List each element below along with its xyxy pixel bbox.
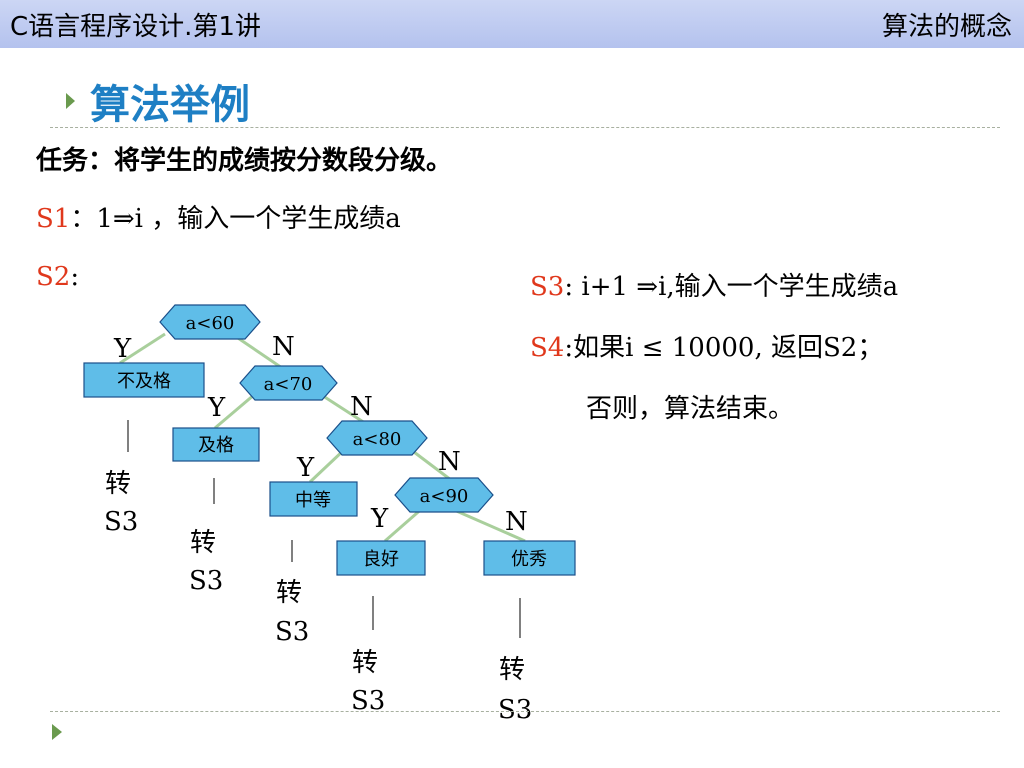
no-label-a80: N xyxy=(438,447,461,477)
step-s2: S2: xyxy=(36,262,79,292)
result-pass-label: 及格 xyxy=(198,435,234,456)
course-title: C语言程序设计.第1讲 xyxy=(10,12,261,42)
goto-medium-target: S3 xyxy=(275,617,309,647)
header-bar: C语言程序设计.第1讲 算法的概念 xyxy=(0,0,1024,48)
step-s3-label: S3 xyxy=(530,272,565,302)
yes-label-a60: Y xyxy=(113,334,132,364)
decision-a70-label: a<70 xyxy=(264,374,313,395)
slide-title: 算法举例 xyxy=(90,82,250,128)
step-s2-text: : xyxy=(70,262,80,292)
decision-a80-label: a<80 xyxy=(353,429,402,450)
goto-fail-char: 转 xyxy=(105,469,131,499)
goto-fail-target: S3 xyxy=(104,507,138,537)
no-label-a70: N xyxy=(350,392,373,422)
step-s4-text: :如果i ≤ 10000, 返回S2； xyxy=(564,333,884,363)
decision-a70: a<70 xyxy=(239,365,338,401)
goto-fail: 转 S3 xyxy=(104,420,138,537)
step-s4-else: 否则，算法结束。 xyxy=(586,394,795,424)
decision-a60-label: a<60 xyxy=(186,313,235,334)
edge-a70-no xyxy=(319,392,369,427)
result-fail: 不及格 xyxy=(83,362,205,398)
edge-a80-yes xyxy=(308,447,347,484)
yes-label-a90: Y xyxy=(370,504,389,534)
result-medium: 中等 xyxy=(269,481,358,517)
goto-pass: 转 S3 xyxy=(189,478,223,596)
task-statement: 任务：将学生的成绩按分数段分级。 xyxy=(36,146,453,176)
edge-a70-yes xyxy=(214,392,256,430)
result-pass: 及格 xyxy=(172,427,260,462)
goto-medium-char: 转 xyxy=(276,578,302,608)
step-s1: S1：1⇒i ，输入一个学生成绩a xyxy=(36,198,401,235)
step-s3-text: : i+1 ⇒i,输入一个学生成绩a xyxy=(564,272,899,302)
decision-a90: a<90 xyxy=(394,477,494,513)
bottom-separator xyxy=(50,711,1000,712)
step-s4: S4:如果i ≤ 10000, 返回S2； xyxy=(530,327,883,364)
goto-pass-char: 转 xyxy=(190,528,216,558)
no-label-a90: N xyxy=(505,507,528,537)
step-s3: S3: i+1 ⇒i,输入一个学生成绩a xyxy=(530,266,898,303)
result-excellent: 优秀 xyxy=(483,540,576,576)
step-s1-text: ：1⇒i ，输入一个学生成绩a xyxy=(70,204,401,234)
goto-excellent: 转 S3 xyxy=(498,598,532,725)
goto-good-char: 转 xyxy=(352,648,378,678)
decision-a80: a<80 xyxy=(326,420,428,456)
flowchart-edges xyxy=(119,332,526,543)
goto-good: 转 S3 xyxy=(351,596,385,716)
footer-triangle-icon xyxy=(52,724,62,740)
result-good-label: 良好 xyxy=(363,549,399,570)
goto-excellent-target: S3 xyxy=(498,695,532,725)
result-fail-label: 不及格 xyxy=(117,371,171,392)
step-s4-label: S4 xyxy=(530,333,565,363)
decision-a90-label: a<90 xyxy=(420,486,469,507)
result-medium-label: 中等 xyxy=(295,490,331,511)
yes-label-a80: Y xyxy=(296,453,315,483)
result-excellent-label: 优秀 xyxy=(511,549,547,570)
top-separator xyxy=(50,127,1000,128)
edge-a80-no xyxy=(409,447,456,485)
section-title: 算法的概念 xyxy=(881,12,1012,42)
edge-a60-yes xyxy=(119,332,166,365)
yes-label-a70: Y xyxy=(207,393,226,423)
no-label-a60: N xyxy=(272,332,295,362)
bullet-triangle-icon xyxy=(66,93,75,109)
decision-a60: a<60 xyxy=(159,304,261,340)
step-s2-label: S2 xyxy=(36,262,71,292)
edge-a60-no xyxy=(231,332,286,372)
result-good: 良好 xyxy=(336,540,426,576)
goto-excellent-char: 转 xyxy=(499,655,525,685)
goto-medium: 转 S3 xyxy=(275,540,309,647)
step-s1-label: S1 xyxy=(36,204,71,234)
goto-pass-target: S3 xyxy=(189,566,223,596)
